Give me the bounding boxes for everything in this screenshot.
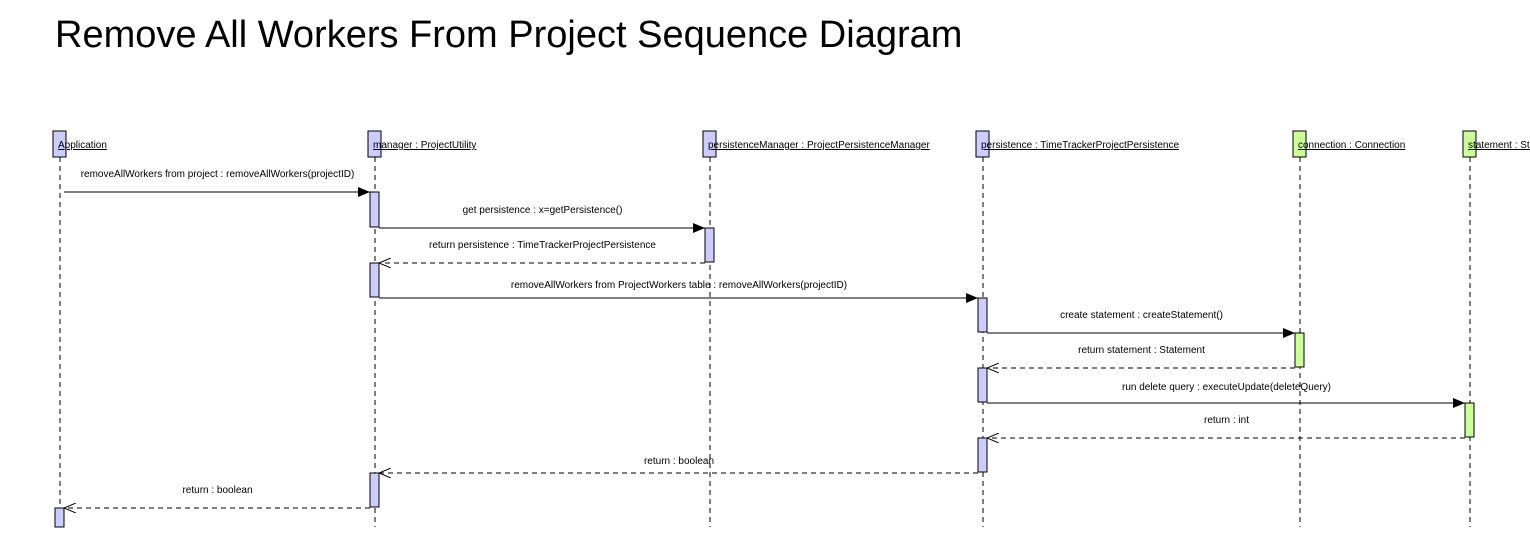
message-label: create statement : createStatement(): [1060, 310, 1223, 321]
participant-label: manager : ProjectUtility: [373, 140, 476, 151]
message-label: run delete query : executeUpdate(deleteQ…: [1122, 382, 1331, 393]
activation-bar: [977, 437, 988, 473]
activation-bar: [369, 262, 380, 298]
participant-head: [702, 130, 717, 158]
participant-head: [1462, 130, 1477, 158]
activation-bar: [1294, 332, 1305, 368]
activation-bar: [977, 367, 988, 403]
activation-bar: [977, 297, 988, 333]
message-label: get persistence : x=getPersistence(): [463, 205, 623, 216]
participant-label: persistence : TimeTrackerProjectPersiste…: [981, 140, 1179, 151]
participant-head: [975, 130, 990, 158]
participant-label: connection : Connection: [1298, 140, 1405, 151]
diagram-title: Remove All Workers From Project Sequence…: [55, 14, 963, 56]
message-label: removeAllWorkers from project : removeAl…: [81, 169, 355, 180]
activation-bar: [54, 507, 65, 528]
activation-bar: [1464, 402, 1475, 438]
activation-bar: [369, 472, 380, 508]
participant-label: persistenceManager : ProjectPersistenceM…: [708, 140, 930, 151]
activation-bar: [369, 191, 380, 228]
participant-head: [367, 130, 382, 158]
message-label: return statement : Statement: [1078, 345, 1205, 356]
participant-label: Application: [58, 140, 107, 151]
message-label: return : boolean: [182, 485, 252, 496]
message-label: return : int: [1204, 415, 1249, 426]
participant-label: statement : Statement: [1468, 140, 1530, 151]
activation-bar: [704, 227, 715, 263]
participant-head: [52, 130, 67, 158]
participant-head: [1292, 130, 1307, 158]
message-label: return persistence : TimeTrackerProjectP…: [429, 240, 656, 251]
message-label: return : boolean: [644, 456, 714, 467]
message-label: removeAllWorkers from ProjectWorkers tab…: [511, 280, 847, 291]
